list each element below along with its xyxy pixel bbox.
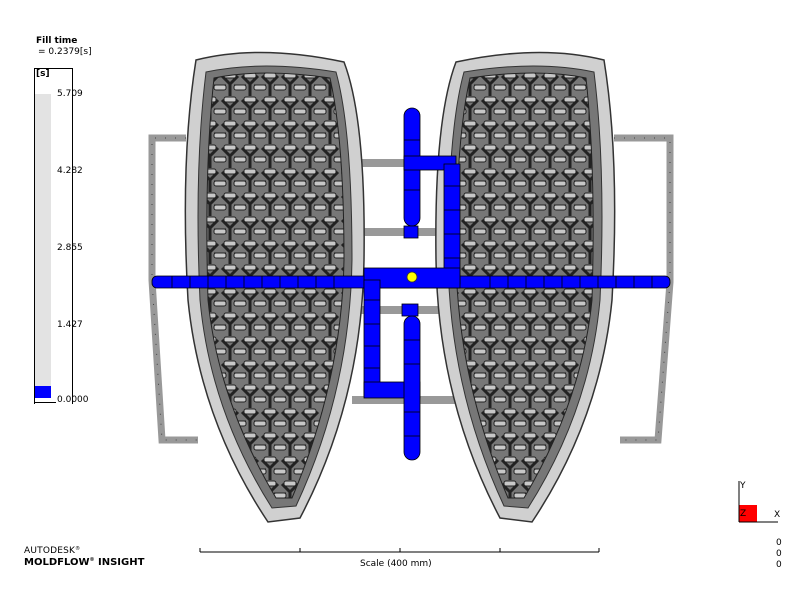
result-value: = 0.2379[s] [38,47,92,57]
scale-bar [199,548,600,553]
cold-runner-right [614,134,674,444]
brand-autodesk: AUTODESK® [24,546,80,556]
coord-x: 0 [776,538,782,548]
runner-segment-lines [171,139,653,437]
legend-filled-segment [35,386,51,398]
legend-frame [34,68,73,404]
legend-bottom-line [34,402,56,403]
legend-color-bar [35,94,51,386]
registered-mark: ® [89,557,95,563]
legend-unit: [s] [36,69,50,79]
axis-y-label: Y [740,481,746,491]
legend-tick-max: 5.709 [57,89,83,99]
legend-tick: 2.855 [57,243,83,253]
brand-autodesk-text: AUTODESK [24,546,76,556]
brand-moldflow-insight: MOLDFLOW® INSIGHT [24,557,144,568]
coord-y: 0 [776,549,782,559]
axis-x-label: X [774,510,781,520]
legend-tick: 1.427 [57,320,83,330]
axis-z-label: Z [740,509,747,519]
legend-tick: 4.282 [57,166,83,176]
axis-triad [738,481,778,523]
scale-label: Scale (400 mm) [360,559,432,569]
brand-moldflow-text: MOLDFLOW [24,557,90,568]
coord-z: 0 [776,560,782,570]
result-name: Fill time [36,36,78,46]
brand-insight-text: INSIGHT [94,557,145,568]
registered-mark: ® [75,546,81,552]
injection-point-marker [406,271,418,283]
legend-tick-min: 0.0000 [57,395,89,405]
coordinates-readout: 0 0 0 [776,538,782,571]
result-title: Fill time = 0.2379[s] [36,36,92,58]
